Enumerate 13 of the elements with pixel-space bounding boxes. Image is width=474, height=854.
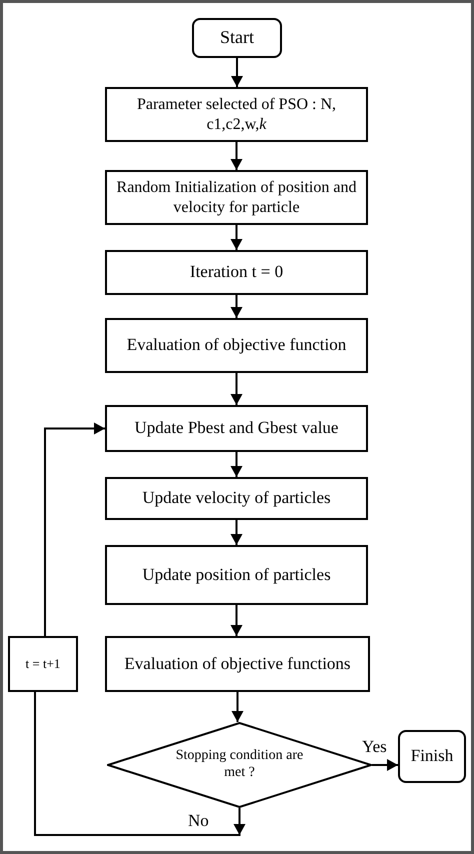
process-box: Random Initialization of position and velocity for particle — [105, 170, 368, 225]
process-box: Update position of particles — [105, 545, 368, 605]
terminal-box: Start — [192, 18, 282, 58]
process-box: Update Pbest and Gbest value — [105, 405, 368, 452]
edge-label: Yes — [362, 738, 387, 755]
process-box: Update velocity of particles — [105, 477, 368, 520]
edge-label: No — [188, 812, 209, 829]
process-box: t = t+1 — [8, 636, 78, 692]
process-box: Iteration t = 0 — [105, 250, 368, 295]
terminal-box: Finish — [398, 730, 466, 783]
process-box: Evaluation of objective function — [105, 318, 368, 373]
process-box: Evaluation of objective functions — [105, 636, 370, 692]
process-box: Parameter selected of PSO : N, c1,c2,w,k — [105, 87, 368, 142]
